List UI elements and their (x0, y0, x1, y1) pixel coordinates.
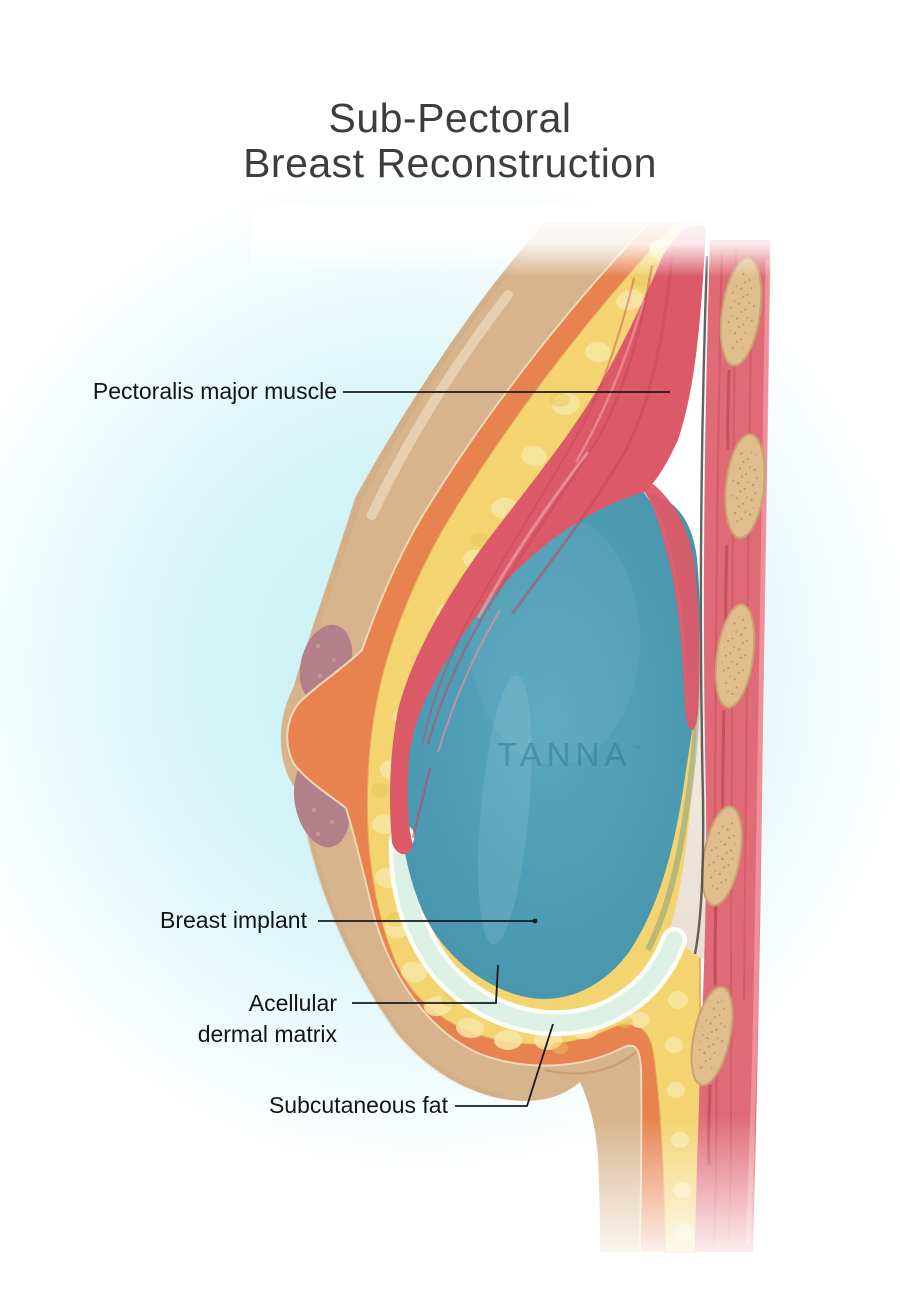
adm-layer (388, 827, 687, 1037)
chest-wall (690, 240, 771, 1252)
ribs (690, 257, 766, 1087)
page-title: Sub-Pectoral Breast Reconstruction (0, 96, 900, 186)
brand-watermark-text: TANNA (497, 736, 632, 773)
label-acellular-dermal-matrix: Acellular dermal matrix (198, 988, 337, 1050)
muscle-insertion-strip (643, 480, 700, 731)
page-title-line2: Breast Reconstruction (243, 140, 657, 186)
label-pectoralis-major-muscle: Pectoralis major muscle (92, 378, 337, 404)
label-adm-line1: Acellular (248, 990, 337, 1016)
pectoralis-major-shape (390, 226, 706, 855)
brand-watermark: TANNA™ (497, 736, 641, 774)
leader-fat (455, 1023, 554, 1107)
leader-lines (318, 391, 670, 1107)
fascia-seam-line (693, 255, 709, 955)
label-subcutaneous-fat: Subcutaneous fat (268, 1092, 448, 1118)
page-title-line1: Sub-Pectoral (328, 95, 572, 141)
top-fade (250, 205, 830, 277)
leader-implant-dot (532, 918, 538, 924)
trademark-symbol: ™ (631, 744, 642, 755)
chest-gap (640, 240, 714, 958)
bottom-fade (250, 1115, 850, 1313)
label-breast-implant: Breast implant (159, 907, 307, 933)
label-adm-line2: dermal matrix (197, 1021, 337, 1047)
leader-adm (352, 964, 499, 1004)
